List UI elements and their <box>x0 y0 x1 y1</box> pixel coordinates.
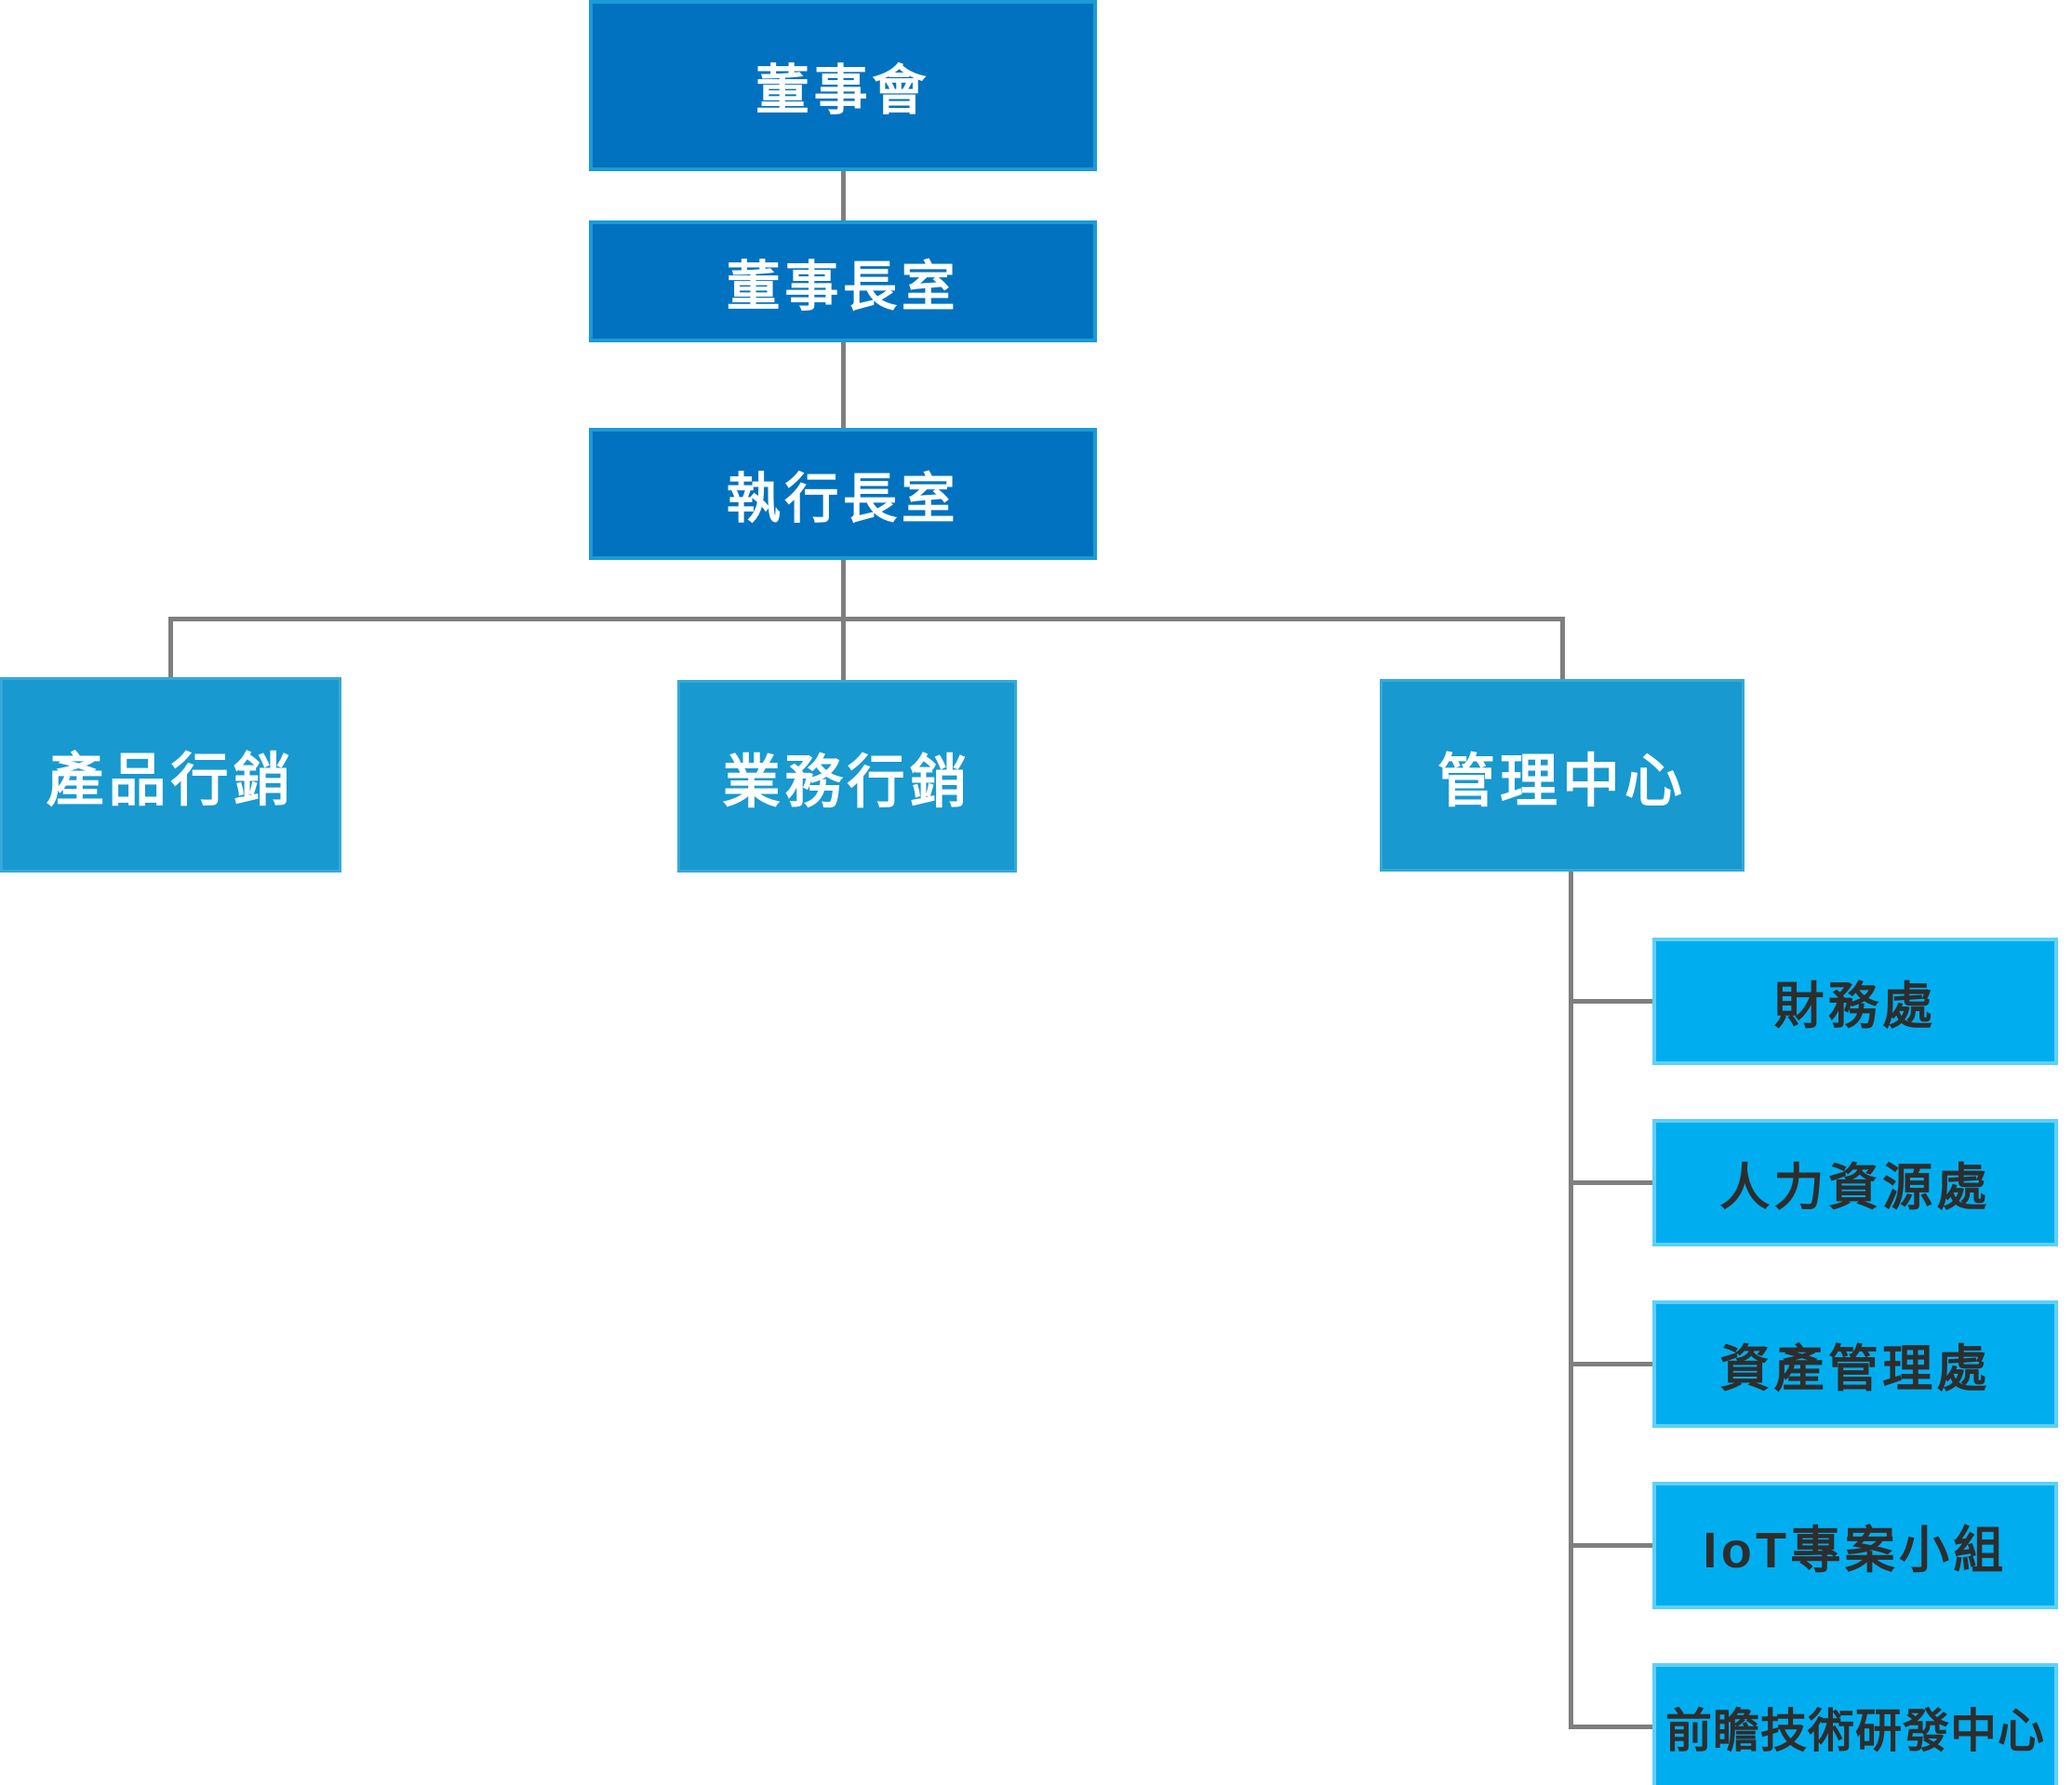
org-node-product-marketing: 產品行銷 <box>0 677 341 873</box>
org-node-ceo-office-label: 執行長室 <box>726 469 960 529</box>
org-node-advanced-rd: 前瞻技術研發中心 <box>1652 1663 2058 1785</box>
org-node-asset-management: 資產管理處 <box>1652 1300 2058 1428</box>
connector-chairman-ceo <box>841 340 846 431</box>
org-node-iot-project: IoT專案小組 <box>1652 1482 2058 1609</box>
connector-stub-hr <box>1569 1180 1652 1185</box>
org-node-finance-label: 財務處 <box>1773 979 1937 1034</box>
org-node-business-marketing-label: 業務行銷 <box>722 750 972 815</box>
org-node-hr: 人力資源處 <box>1652 1119 2058 1246</box>
connector-stub-advanced-rd <box>1569 1725 1652 1729</box>
org-node-ceo-office: 執行長室 <box>589 428 1097 560</box>
org-node-board: 董事會 <box>589 0 1097 171</box>
connector-board-chairman <box>841 169 846 223</box>
org-node-product-marketing-label: 產品行銷 <box>46 749 296 813</box>
org-node-management-center: 管理中心 <box>1380 679 1744 872</box>
org-node-asset-management-label: 資產管理處 <box>1719 1341 1991 1397</box>
connector-stub-iot-project <box>1569 1543 1652 1548</box>
org-node-hr-label: 人力資源處 <box>1719 1160 1991 1216</box>
org-node-chairman-office-label: 董事長室 <box>726 256 960 317</box>
connector-drop-product-marketing <box>168 617 173 680</box>
org-node-business-marketing: 業務行銷 <box>677 680 1017 873</box>
connector-stub-asset-management <box>1569 1362 1652 1366</box>
connector-drop-management-center <box>1560 617 1565 682</box>
org-node-finance: 財務處 <box>1652 938 2058 1065</box>
org-node-iot-project-label: IoT專案小組 <box>1703 1523 2008 1579</box>
connector-stub-finance <box>1569 999 1652 1004</box>
org-node-chairman-office: 董事長室 <box>589 220 1097 342</box>
connector-management-center-trunk <box>1569 870 1573 1729</box>
org-node-management-center-label: 管理中心 <box>1437 749 1687 814</box>
org-node-advanced-rd-label: 前瞻技術研發中心 <box>1665 1704 2045 1757</box>
connector-horizontal-main <box>168 617 1565 621</box>
org-node-board-label: 董事會 <box>755 60 930 121</box>
